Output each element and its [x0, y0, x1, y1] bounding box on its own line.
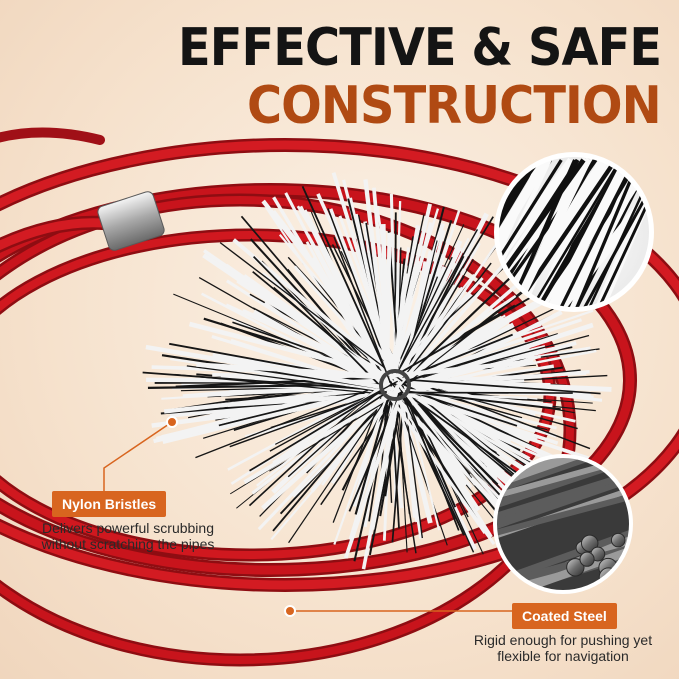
bristle: [391, 384, 569, 465]
bristle: [301, 209, 397, 390]
zoom-bristle: [498, 158, 541, 308]
bristle: [385, 208, 440, 377]
steel-desc-line-1: Rigid enough for pushing yet: [473, 632, 653, 648]
bristle: [385, 232, 392, 382]
bristle: [390, 322, 594, 394]
bristle: [145, 344, 395, 392]
bristle: [320, 385, 404, 506]
bristle: [386, 393, 496, 545]
zoom-bristle: [529, 159, 622, 308]
nylon-bristles-badge: Nylon Bristles: [52, 491, 167, 517]
bristle: [243, 387, 401, 485]
bristle: [395, 256, 453, 376]
bristle: [175, 376, 386, 388]
headline-line-1: EFFECTIVE & SAFE: [177, 18, 662, 78]
coated-steel-badge: Coated Steel: [512, 603, 617, 629]
bristle: [188, 321, 393, 379]
coated-steel-description: Rigid enough for pushing yet flexible fo…: [458, 632, 668, 664]
zoom-rod-end: [580, 534, 599, 553]
bristle: [249, 377, 403, 472]
bristle: [402, 242, 481, 377]
nylon-connector-line: [103, 416, 178, 492]
zoom-bristle: [555, 156, 650, 308]
zoom-rod-end: [610, 532, 626, 548]
bristle: [403, 378, 601, 395]
zoom-bristle: [498, 158, 578, 308]
bristle: [390, 359, 528, 378]
bristle: [402, 380, 484, 555]
zoom-rod-end: [566, 558, 585, 577]
bristle: [301, 185, 393, 386]
metal-ferrule: [97, 191, 165, 251]
bristle: [389, 273, 475, 382]
zoom-bristle: [574, 159, 641, 308]
bristle: [393, 237, 470, 393]
zoom-steel-rod: [496, 488, 630, 540]
zoom-bristle: [581, 159, 650, 308]
bristle: [399, 271, 532, 388]
zoom-bristle: [498, 157, 550, 308]
bristle: [354, 384, 394, 515]
zoom-bristle: [596, 159, 650, 308]
bristle: [333, 389, 391, 545]
bristle: [269, 380, 398, 452]
bristle: [395, 381, 475, 553]
nylon-desc-line-1: Delivers powerful scrubbing: [42, 520, 214, 536]
zoom-bristle: [498, 159, 563, 308]
zoom-bristle: [558, 159, 636, 308]
nylon-bristles-description: Delivers powerful scrubbing without scra…: [28, 520, 228, 552]
zoom-steel-rod: [496, 539, 630, 591]
zoom-rod-end: [579, 551, 595, 567]
bristle: [392, 228, 479, 381]
bristle: [219, 242, 403, 382]
bristle: [333, 236, 391, 383]
headline-line-2: CONSTRUCTION: [247, 76, 662, 136]
bristle: [396, 377, 418, 523]
bristle: [363, 388, 400, 503]
steel-desc-line-2: flexible for navigation: [497, 648, 629, 664]
zoom-bristle: [510, 158, 591, 308]
bristle: [392, 391, 573, 394]
zoom-bristle: [498, 158, 539, 308]
bristle: [393, 333, 559, 387]
zoom-bristle: [498, 158, 586, 308]
bristle: [288, 389, 394, 544]
bristle: [202, 253, 391, 384]
zoom-bristle: [546, 157, 632, 308]
wire-twist-hub: [379, 369, 411, 401]
bristle: [186, 365, 404, 396]
nylon-desc-line-2: without scratching the pipes: [41, 536, 215, 552]
steel-connector-line: [284, 604, 551, 617]
bristle: [253, 255, 388, 393]
bristle: [393, 294, 536, 377]
bristle: [229, 389, 388, 448]
